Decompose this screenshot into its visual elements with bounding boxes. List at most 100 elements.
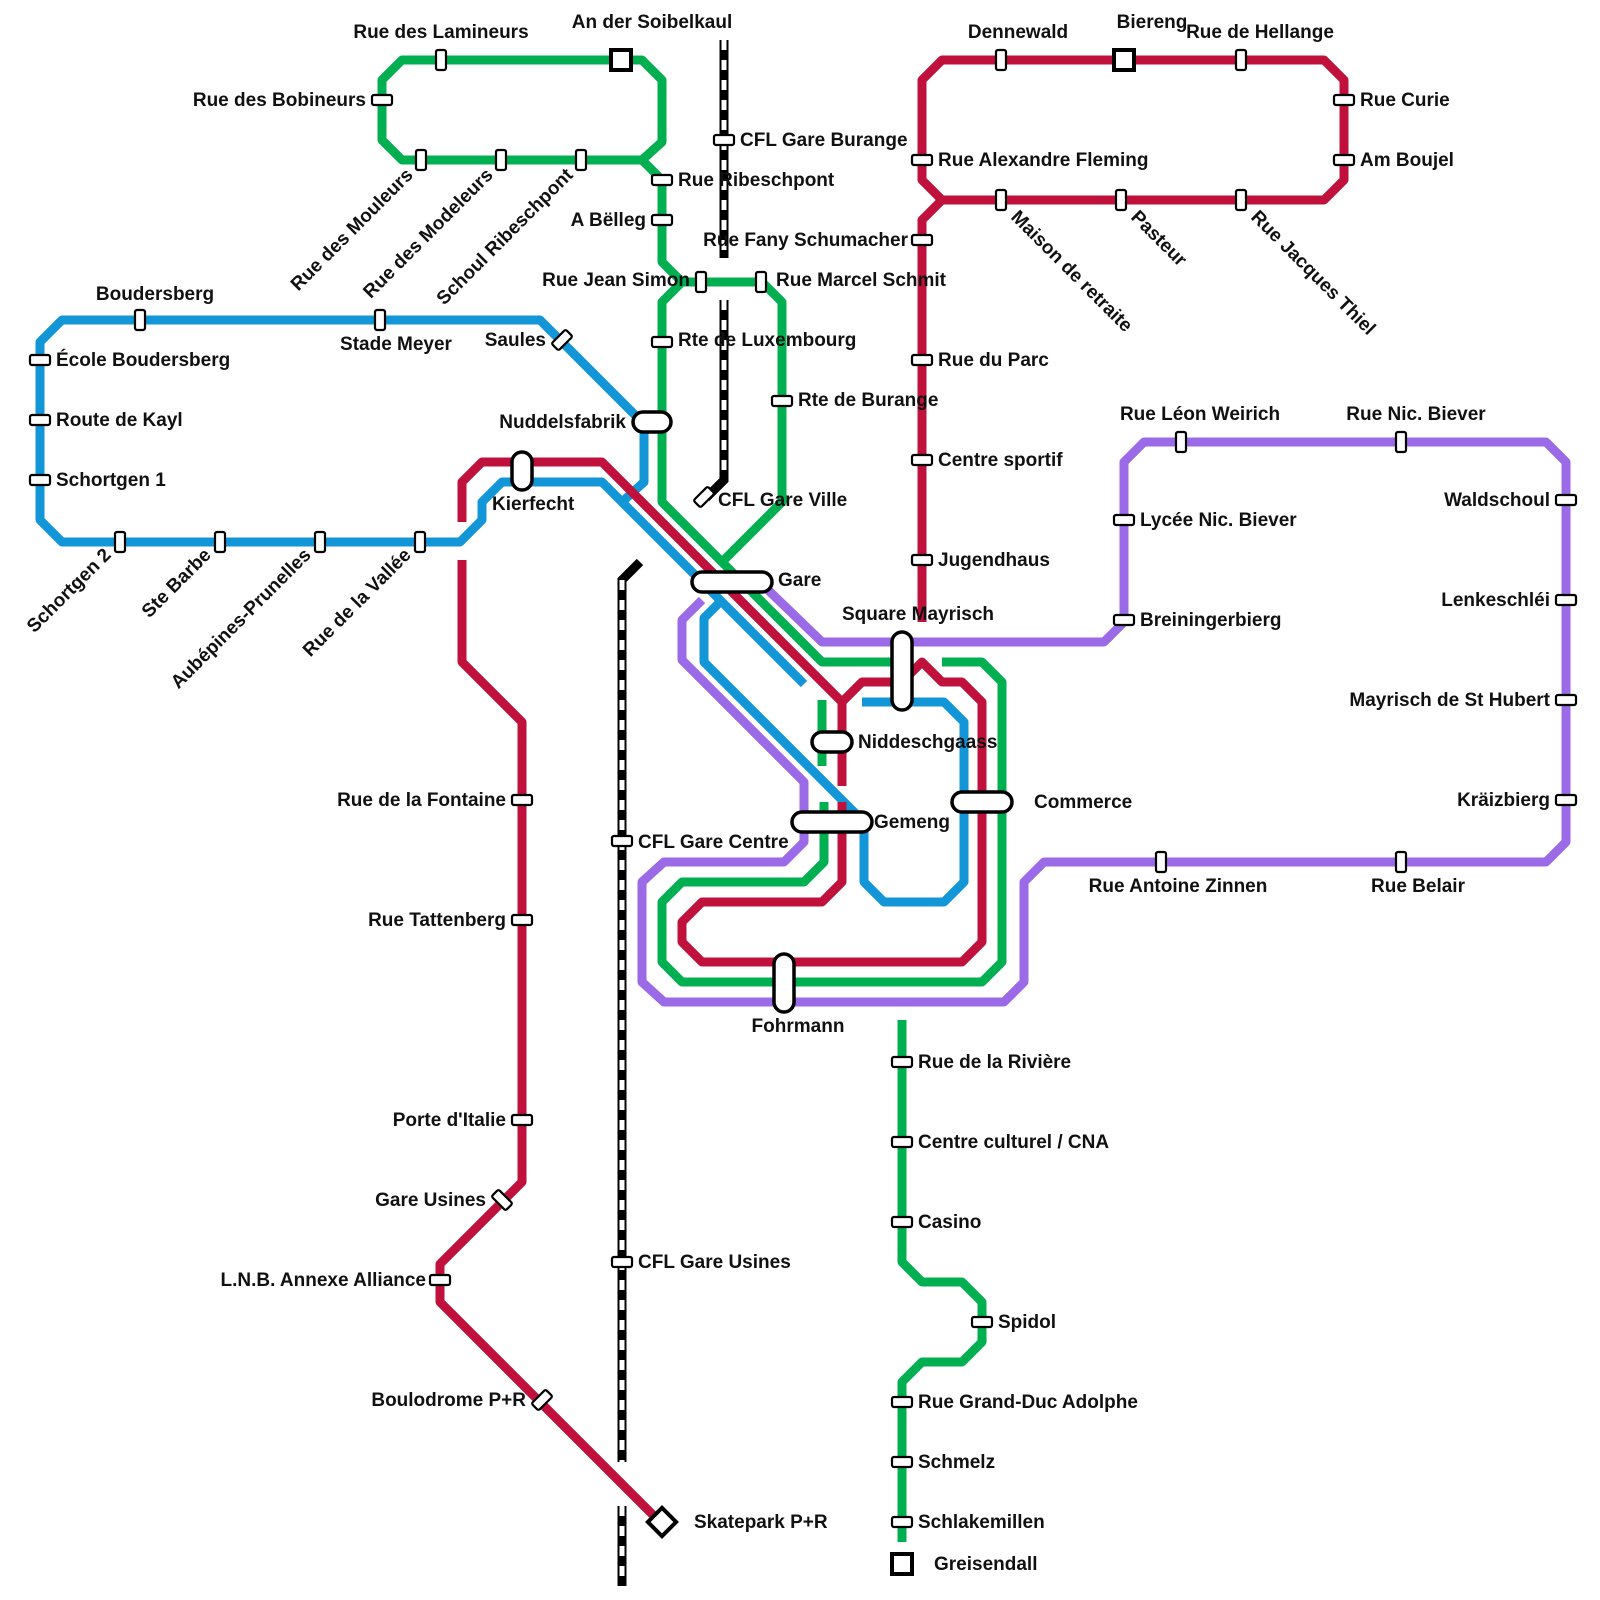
stop-rue-des-modeleurs[interactable] [494,148,508,172]
stop-boulodrome-p-r[interactable] [531,1389,553,1411]
stop-route-de-kayl[interactable] [28,413,52,427]
purple-line-path [637,437,1571,1007]
stop-schlakemillen[interactable] [890,1515,914,1529]
label-spidol: Spidol [998,1312,1056,1333]
label-maison-de-retraite: Maison de retraite [1006,207,1136,337]
stop-rue-tattenberg[interactable] [510,913,534,927]
label-rue-marcel-schmit: Rue Marcel Schmit [776,270,947,291]
stop-cfl-gare-centre[interactable] [610,834,634,848]
red-line-top-loop [917,55,1349,205]
stop-schoul-ribeschpont[interactable] [574,148,588,172]
stop-rue-de-hellange[interactable] [1234,48,1248,72]
stop-rue-ribeschpont[interactable] [650,173,674,187]
label-centre-sportif: Centre sportif [938,450,1063,471]
stop-lenkeschlei[interactable] [1554,593,1578,607]
label-gare-usines: Gare Usines [375,1190,486,1211]
label-ecole-boudersberg: École Boudersberg [56,349,230,371]
stop-maison-de-retraite[interactable] [994,188,1008,212]
stop-rue-belair[interactable] [1394,850,1408,874]
stop-cfl-gare-burange[interactable] [712,133,736,147]
hub-kierfecht[interactable] [510,450,534,492]
stop-breiningerbierg[interactable] [1112,613,1136,627]
stop-rue-antoine-zinnen[interactable] [1154,850,1168,874]
stop-rte-de-burange[interactable] [770,394,794,408]
stop-lycee-nic-biever[interactable] [1112,513,1136,527]
stop-rue-des-lamineurs[interactable] [434,48,448,72]
stop-stade-meyer[interactable] [373,308,387,332]
label-gemeng: Gemeng [874,812,950,833]
stop-cfl-gare-usines[interactable] [610,1255,634,1269]
green-line-top-loop [377,55,667,165]
stop-ste-barbe[interactable] [213,530,227,554]
stop-rue-fany-schumacher[interactable] [910,233,934,247]
blue-line-south [699,596,969,907]
label-square-mayrisch: Square Mayrisch [842,604,994,625]
stop-saules[interactable] [551,329,573,351]
stop-centre-sportif[interactable] [910,453,934,467]
hub-niddeschgaass[interactable] [810,730,854,754]
stop-rue-de-la-vallee[interactable] [413,530,427,554]
stop-rue-grand-duc-adolphe[interactable] [890,1395,914,1409]
label-jugendhaus: Jugendhaus [938,550,1050,571]
label-fohrmann: Fohrmann [752,1016,845,1037]
stop-porte-d-italie[interactable] [510,1113,534,1127]
label-rue-tattenberg: Rue Tattenberg [368,910,506,931]
label-centre-culturel-cna: Centre culturel / CNA [918,1132,1109,1153]
stop-rue-leon-weirich[interactable] [1174,430,1188,454]
terminus-biereng[interactable] [1112,48,1136,72]
stop-kraizbierg[interactable] [1554,793,1578,807]
hub-gare[interactable] [690,570,774,594]
stop-jugendhaus[interactable] [910,553,934,567]
stop-rue-du-parc[interactable] [910,353,934,367]
stop-rue-jean-simon[interactable] [694,270,708,294]
label-kierfecht: Kierfecht [492,494,575,515]
stop-rue-alexandre-fleming[interactable] [910,153,934,167]
stop-cfl-gare-ville[interactable] [693,486,715,508]
stop-ecole-boudersberg[interactable] [28,353,52,367]
label-ste-barbe: Ste Barbe [138,545,216,623]
stop-centre-culturel-cna[interactable] [890,1135,914,1149]
stop-rue-des-mouleurs[interactable] [414,148,428,172]
red-line-south [435,560,666,1528]
hub-nuddelsfabrik[interactable] [631,410,673,434]
hub-gemeng[interactable] [790,810,874,834]
stop-gare-usines[interactable] [491,1189,513,1211]
stop-pasteur[interactable] [1114,188,1128,212]
terminus-skatepark-p-r[interactable] [645,1505,679,1539]
terminus-greisendall[interactable] [890,1552,914,1576]
label-porte-d-italie: Porte d'Italie [393,1110,506,1131]
label-casino: Casino [918,1212,981,1233]
stop-spidol[interactable] [970,1315,994,1329]
label-rue-grand-duc-adolphe: Rue Grand-Duc Adolphe [918,1392,1138,1413]
stop-dennewald[interactable] [994,48,1008,72]
stop-mayrisch-de-st-hubert[interactable] [1554,693,1578,707]
label-rue-nic-biever: Rue Nic. Biever [1346,404,1486,425]
hub-commerce[interactable] [950,790,1014,814]
stop-schmelz[interactable] [890,1455,914,1469]
hub-square-mayrisch[interactable] [890,630,914,712]
stop-aubepines-prunelles[interactable] [313,530,327,554]
stop-boudersberg[interactable] [133,308,147,332]
stop-am-boujel[interactable] [1332,153,1356,167]
terminus-an-der-soibelkaul[interactable] [609,48,633,72]
stop-casino[interactable] [890,1215,914,1229]
stop-rue-des-bobineurs[interactable] [370,93,394,107]
stop-rue-nic-biever[interactable] [1394,430,1408,454]
stop-rue-jacques-thiel[interactable] [1234,188,1248,212]
stop-rue-curie[interactable] [1332,93,1356,107]
stop-schortgen-1[interactable] [28,473,52,487]
label-saules: Saules [485,330,546,351]
stop-rue-de-la-fontaine[interactable] [510,793,534,807]
stop-rte-de-luxembourg[interactable] [650,335,674,349]
hub-fohrmann[interactable] [772,952,796,1014]
stop-l-n-b-annexe-alliance[interactable] [428,1273,452,1287]
stop-waldschoul[interactable] [1554,493,1578,507]
label-route-de-kayl: Route de Kayl [56,410,183,431]
stop-a-belleg[interactable] [650,213,674,227]
green-line-main [638,156,787,567]
stop-rue-marcel-schmit[interactable] [754,270,768,294]
green-line-center [718,558,902,667]
label-skatepark-p-r: Skatepark P+R [694,1512,828,1533]
stop-rue-de-la-riviere[interactable] [890,1055,914,1069]
stop-schortgen-2[interactable] [113,530,127,554]
